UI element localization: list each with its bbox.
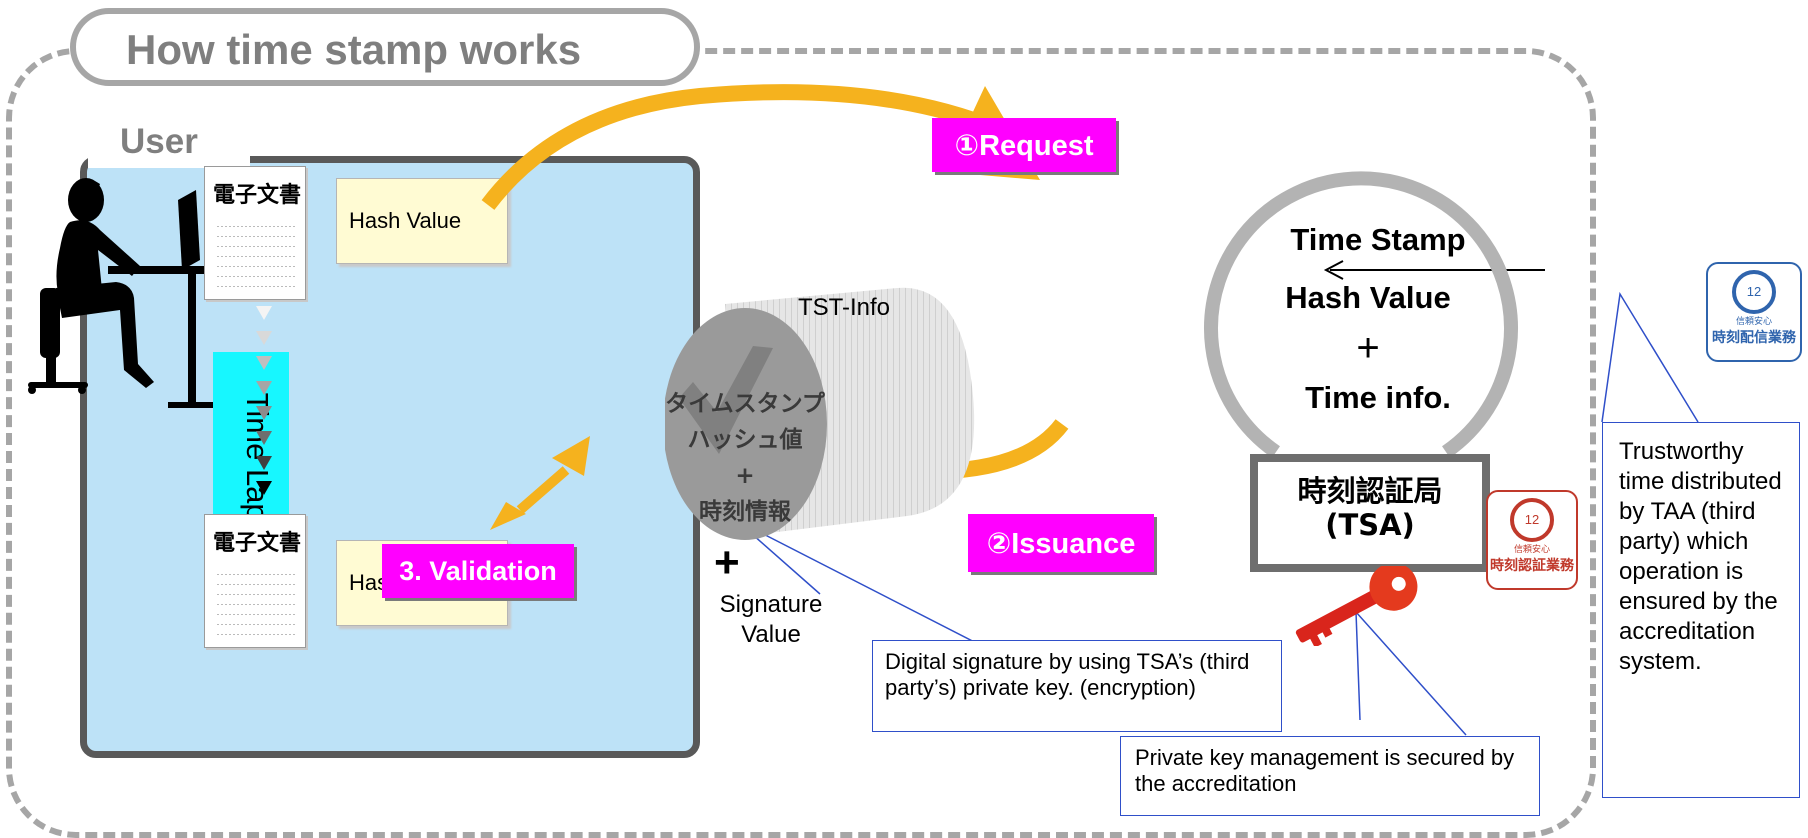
document-title: 電子文書 xyxy=(213,531,302,556)
seal-top: 信頼安心 xyxy=(1735,316,1772,326)
private-key-icon xyxy=(1295,566,1418,646)
seal-number: 12 xyxy=(1732,270,1776,314)
step-validation-label: 3. Validation xyxy=(382,544,574,598)
hash-value-label: Hash Value xyxy=(349,208,462,233)
step-issuance-label: ②Issuance xyxy=(968,514,1154,572)
tsa-time-info: Time info. xyxy=(1305,380,1451,415)
seal-main: 時刻認証業務 xyxy=(1490,558,1574,574)
tst-line-plus: + xyxy=(735,463,755,489)
tsa-name-en: (TSA) xyxy=(1325,508,1415,542)
tst-line-timestamp: タイムスタンプ xyxy=(665,391,825,417)
seal-number: 12 xyxy=(1510,498,1554,542)
private-key-text: Private key management is secured by the… xyxy=(1135,745,1515,796)
seal-main: 時刻配信業務 xyxy=(1712,330,1796,346)
tsa-plus: + xyxy=(1356,326,1380,370)
tsa-box: 時刻認証局 (TSA) xyxy=(1250,454,1490,572)
validation-arrow-head-top xyxy=(552,436,590,476)
tsa-hash-value: Hash Value xyxy=(1285,280,1451,315)
tst-line-timeinfo: 時刻情報 xyxy=(699,499,791,525)
checkmark-watermark-icon xyxy=(679,346,773,454)
title-badge xyxy=(70,8,700,86)
electronic-document-2: 電子文書 xyxy=(204,514,306,648)
document-lines xyxy=(215,565,295,635)
tsa-accreditation-seal-icon: 12 信頼安心 時刻認証業務 xyxy=(1486,490,1578,590)
page-title: How time stamp works xyxy=(126,26,582,73)
tsa-name-jp: 時刻認証局 xyxy=(1297,474,1443,508)
request-arrow-shaft xyxy=(481,84,1004,210)
step-request-label: ①Request xyxy=(932,118,1116,172)
trustworthy-time-callout: Trustworthy time distributed by TAA (thi… xyxy=(1602,422,1800,798)
document-title: 電子文書 xyxy=(213,183,302,208)
seal-top: 信頼安心 xyxy=(1513,544,1550,554)
taa-callout-pointer xyxy=(1601,291,1699,423)
validation-arrow-shaft xyxy=(516,466,570,514)
signature-value-label: Signature Value xyxy=(719,591,823,648)
cylinder-face xyxy=(665,308,827,540)
tst-info-contents: タイムスタンプ ハッシュ値 + 時刻情報 xyxy=(660,386,830,530)
tsa-circle xyxy=(1204,171,1518,458)
tst-line-hash: ハッシュ値 xyxy=(687,427,803,453)
tst-info-label: TST-Info xyxy=(798,294,891,321)
validation-arrow-head-bottom xyxy=(490,502,526,530)
tst-info-cylinder xyxy=(665,287,975,540)
user-silhouette-icon xyxy=(28,178,214,408)
digital-signature-callout: Digital signature by using TSA’s (third … xyxy=(872,640,1282,732)
document-lines xyxy=(215,217,295,287)
digital-signature-text: Digital signature by using TSA’s (third … xyxy=(885,649,1250,700)
taa-arrow-head xyxy=(1323,260,1344,280)
taa-accreditation-seal-icon: 12 信頼安心 時刻配信業務 xyxy=(1706,262,1802,362)
time-lapse-arrows xyxy=(256,306,276,495)
private-key-callout: Private key management is secured by the… xyxy=(1120,736,1540,816)
tsa-time-stamp: Time Stamp xyxy=(1290,222,1466,257)
trustworthy-time-text: Trustworthy time distributed by TAA (thi… xyxy=(1619,438,1782,675)
electronic-document-1: 電子文書 xyxy=(204,166,306,300)
user-label: User xyxy=(88,116,250,168)
signature-plus: + xyxy=(714,538,740,587)
hash-value-box-1: Hash Value xyxy=(336,178,508,264)
